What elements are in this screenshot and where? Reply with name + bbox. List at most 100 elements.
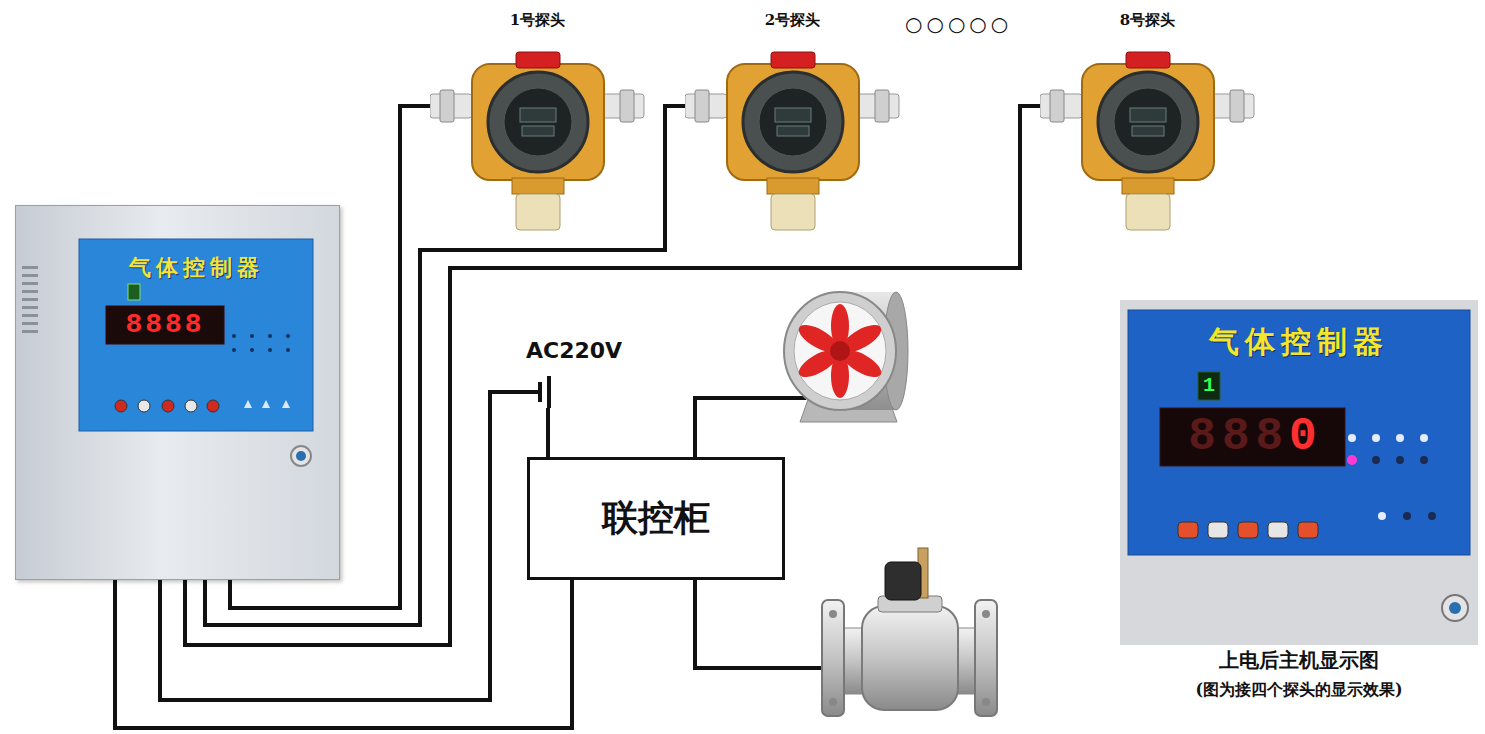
status-led bbox=[250, 348, 254, 352]
status-led bbox=[1420, 434, 1428, 442]
gland-nut bbox=[1050, 90, 1064, 122]
vent-slot bbox=[22, 298, 38, 301]
status-led bbox=[286, 334, 290, 338]
panel-button bbox=[115, 400, 127, 412]
panel-button bbox=[1298, 522, 1318, 538]
digit-display bbox=[106, 306, 224, 344]
valve-illustration bbox=[822, 548, 997, 716]
status-led bbox=[1396, 434, 1404, 442]
photo-caption-wrap: (图为接四个探头的显示效果) bbox=[1120, 680, 1478, 701]
probe-window bbox=[504, 88, 572, 156]
panel-title: 气体控制器 bbox=[129, 255, 264, 280]
probe-screen bbox=[777, 126, 809, 136]
key-lock-core bbox=[1449, 602, 1461, 614]
panel-icon bbox=[262, 400, 270, 408]
flange-bolt bbox=[982, 698, 990, 706]
probe-window bbox=[759, 88, 827, 156]
gland-nut bbox=[620, 90, 634, 122]
power-label: AC220V bbox=[526, 338, 622, 363]
valve-body bbox=[862, 606, 958, 710]
probe-heading-wrap: 2号探头 bbox=[685, 10, 900, 30]
probe-button bbox=[771, 52, 815, 68]
ellipsis-mark: ○○○○○ bbox=[905, 12, 1012, 36]
probe-heading: 8号探头 bbox=[1120, 11, 1175, 29]
digit-display bbox=[1160, 408, 1345, 466]
fan-wire bbox=[695, 398, 806, 457]
fan-illustration bbox=[784, 292, 908, 422]
photo-caption: (图为接四个探头的显示效果) bbox=[1195, 680, 1402, 699]
channel-display bbox=[128, 284, 140, 300]
panel-icon bbox=[282, 400, 290, 408]
power-wire bbox=[546, 408, 550, 457]
vent-slot bbox=[22, 330, 38, 333]
node-illustration bbox=[685, 8, 900, 234]
terminal-plate bbox=[538, 382, 542, 402]
node-illustration bbox=[1040, 8, 1255, 234]
terminal-symbol bbox=[540, 376, 549, 408]
panel-title: 气体控制器 bbox=[1209, 324, 1389, 359]
gas-controller: 气体控制器 8888 bbox=[15, 205, 340, 580]
vent-slot bbox=[22, 306, 38, 309]
display-digits: 8888 bbox=[125, 306, 204, 344]
key-lock bbox=[291, 446, 311, 466]
probe-heading-wrap: 1号探头 bbox=[430, 10, 645, 30]
key-lock-core bbox=[296, 451, 306, 461]
status-led bbox=[268, 348, 272, 352]
gas-probe: 1号探头 bbox=[430, 8, 645, 234]
probe-sensor bbox=[516, 194, 560, 230]
gland-nut bbox=[1230, 90, 1244, 122]
vent-slot bbox=[22, 290, 38, 293]
lit-digit: 0 bbox=[1289, 408, 1317, 466]
probe-button bbox=[1126, 52, 1170, 68]
flange-bolt bbox=[829, 610, 837, 618]
channel-digit: 1 bbox=[1203, 374, 1215, 397]
probe-screen bbox=[1130, 108, 1166, 122]
probe-sensor bbox=[1126, 194, 1170, 230]
digit-row: 8880 bbox=[1160, 408, 1345, 466]
probe-neck bbox=[512, 178, 564, 194]
gland-nut bbox=[875, 90, 889, 122]
fan-blades bbox=[795, 304, 885, 398]
status-led bbox=[1378, 512, 1386, 520]
power-label-wrap: AC220V bbox=[526, 338, 622, 363]
probe-window bbox=[1114, 88, 1182, 156]
probe-housing bbox=[472, 64, 604, 180]
probe-heading-wrap: 8号探头 bbox=[1040, 10, 1255, 30]
probe-button bbox=[516, 52, 560, 68]
panel-button bbox=[1238, 522, 1258, 538]
panel-title-wrap: 气体控制器 bbox=[1128, 322, 1470, 363]
probe-neck bbox=[767, 178, 819, 194]
gas-probe: 2号探头 bbox=[685, 8, 900, 234]
valve-coil bbox=[885, 562, 921, 600]
status-led bbox=[1347, 455, 1357, 465]
probe-housing bbox=[1082, 64, 1214, 180]
vent-slot bbox=[22, 314, 38, 317]
panel-button bbox=[1178, 522, 1198, 538]
housing bbox=[1120, 300, 1478, 645]
vent-slot bbox=[22, 282, 38, 285]
status-led bbox=[1420, 456, 1428, 464]
flange-bolt bbox=[982, 610, 990, 618]
fan-hub bbox=[830, 341, 850, 361]
probe-housing bbox=[727, 64, 859, 180]
display-digits-wrap: 8888 bbox=[106, 306, 224, 344]
channel-digit-wrap: 1 bbox=[1198, 372, 1220, 400]
channel-display bbox=[1198, 372, 1220, 400]
valve-flange bbox=[975, 600, 997, 716]
gland-nut bbox=[440, 90, 454, 122]
probe-face bbox=[1098, 72, 1198, 172]
probe-neck bbox=[1122, 178, 1174, 194]
controller-photo: 气体控制器 1 8880 bbox=[1120, 300, 1478, 645]
panel-button bbox=[162, 400, 174, 412]
gland-nut bbox=[695, 90, 709, 122]
control-panel bbox=[79, 239, 313, 431]
panel-button bbox=[185, 400, 197, 412]
probe-screen bbox=[775, 108, 811, 122]
panel-title-wrap: 气体控制器 bbox=[79, 253, 313, 283]
probe-sensor bbox=[771, 194, 815, 230]
vent-slot bbox=[22, 322, 38, 325]
photo-caption: 上电后主机显示图 bbox=[1219, 648, 1379, 672]
dim-digits: 888 bbox=[1188, 408, 1289, 466]
control-cabinet: 联控柜 bbox=[527, 457, 785, 580]
